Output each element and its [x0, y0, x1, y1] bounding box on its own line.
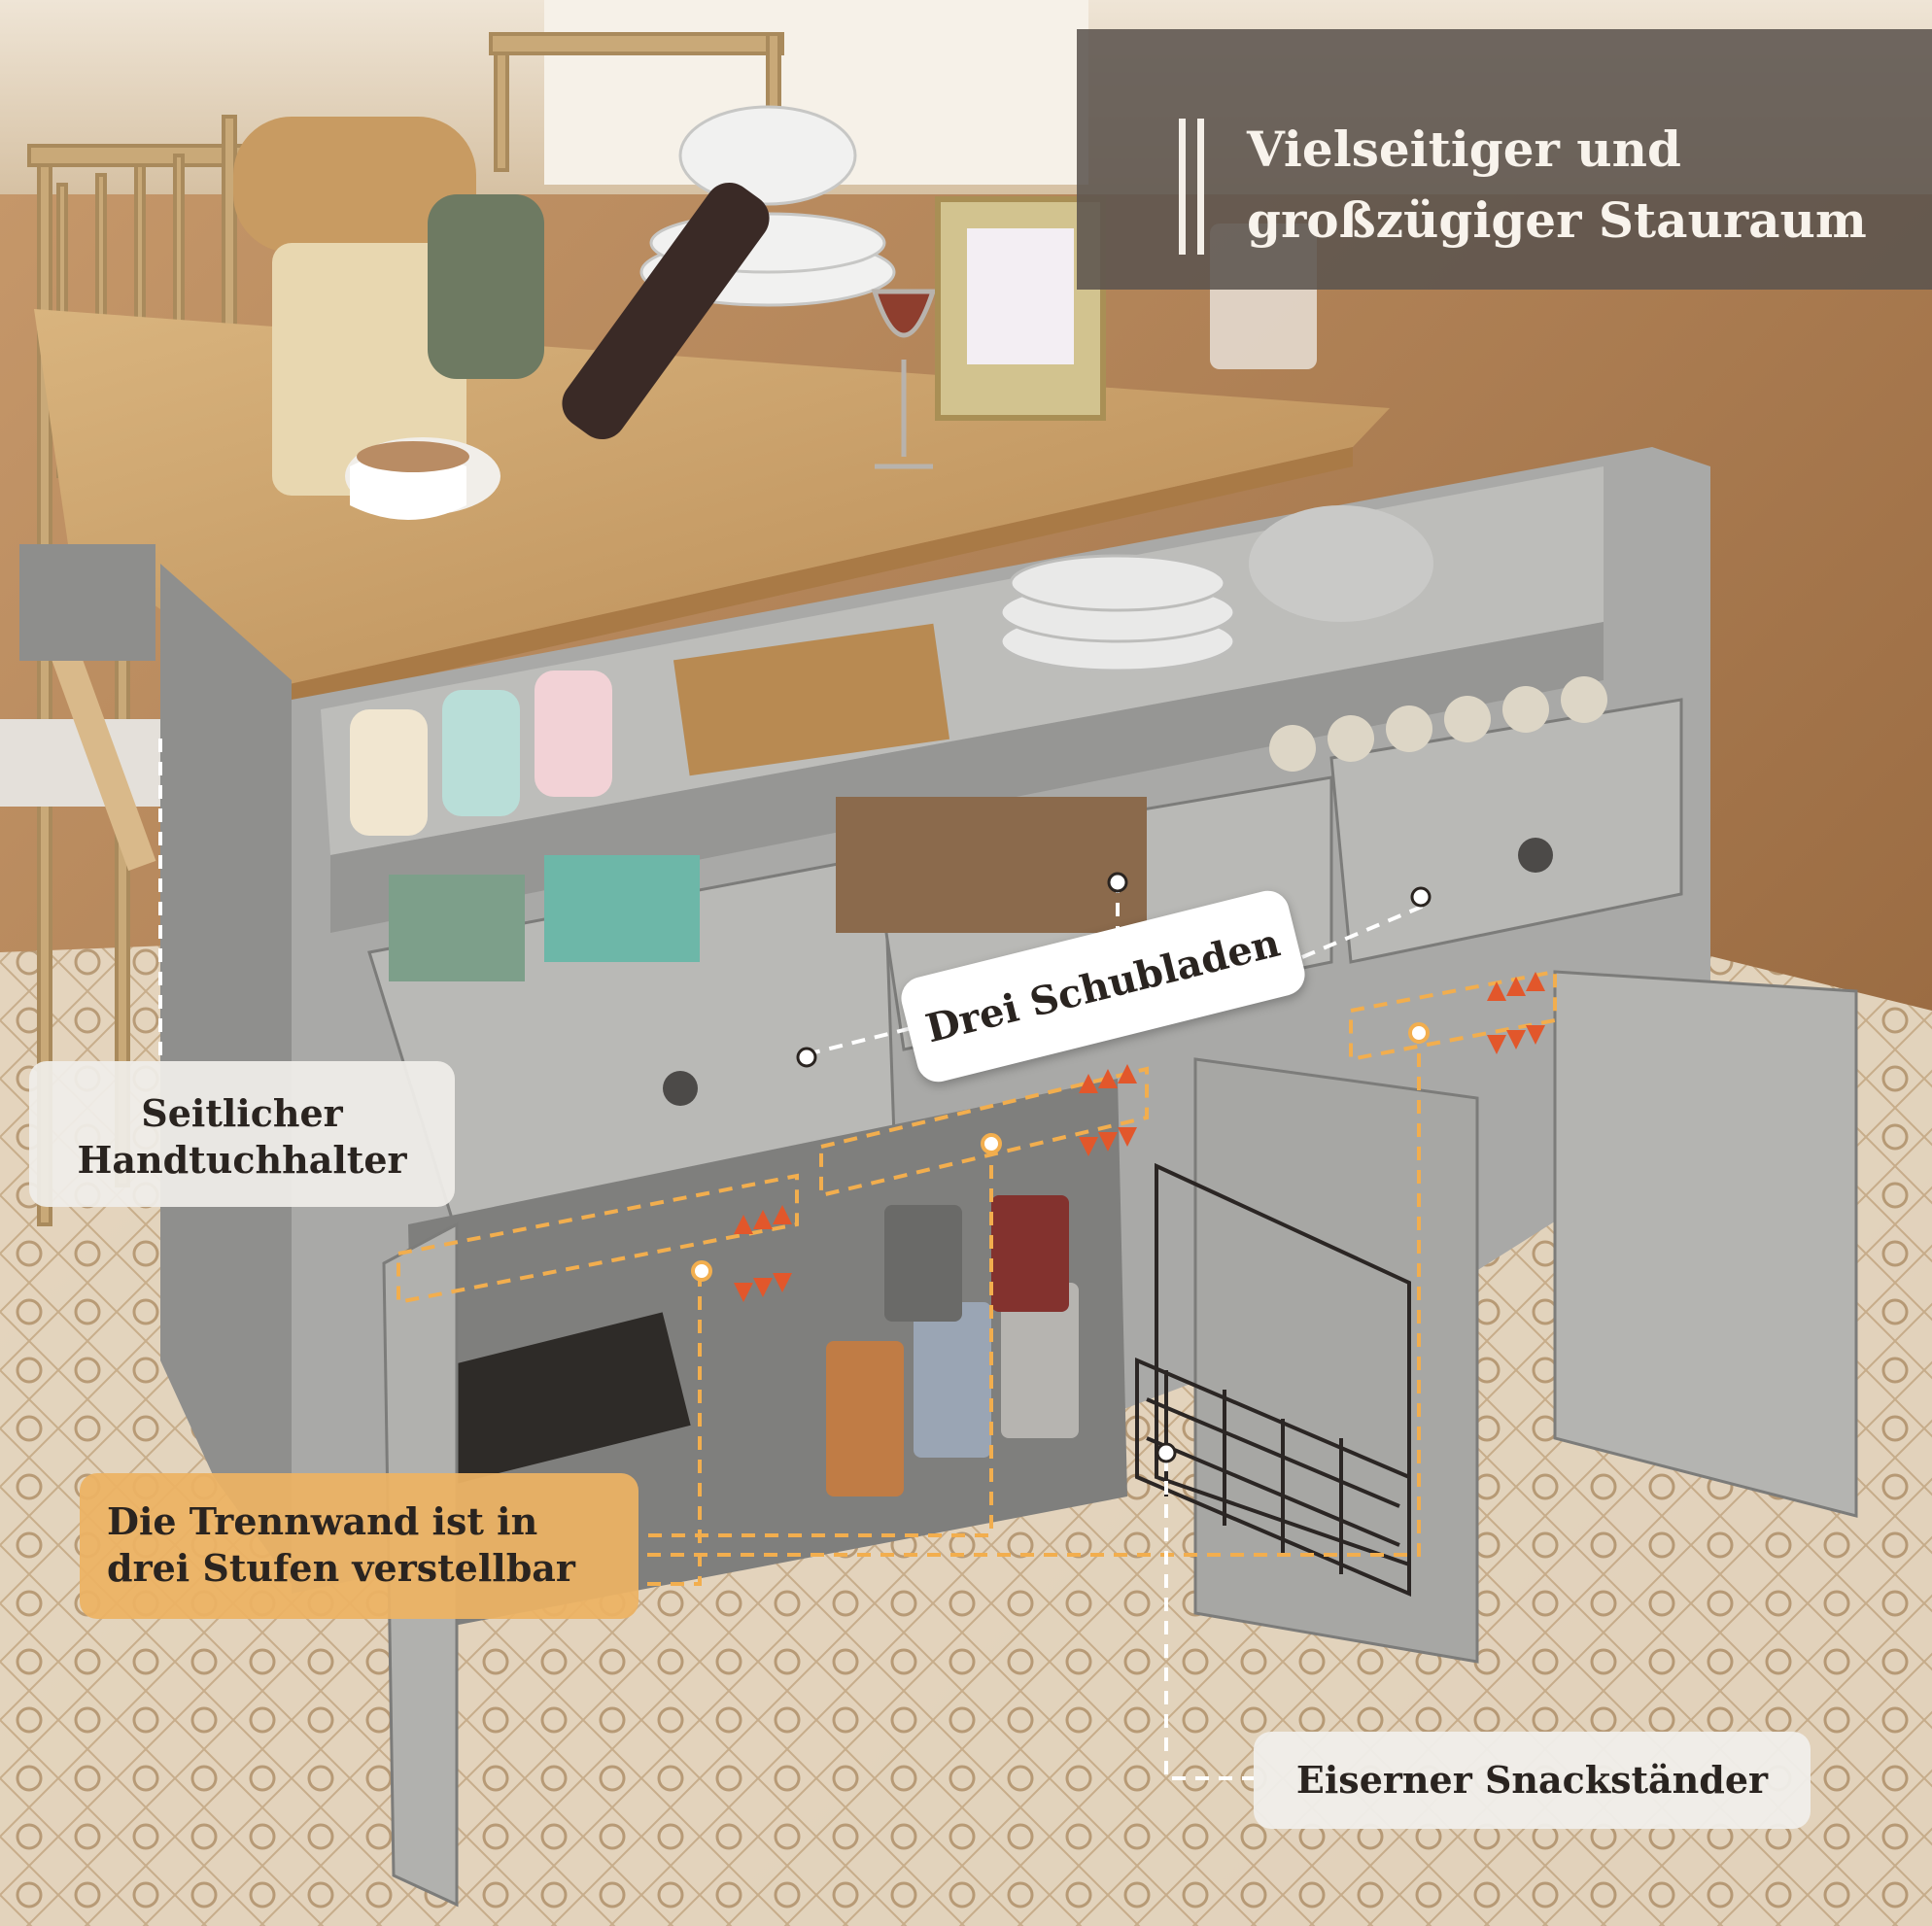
- cans: [826, 1195, 1079, 1496]
- dark-jar: [428, 194, 544, 379]
- bottle-basket: [673, 623, 950, 776]
- kettle: [1249, 505, 1433, 622]
- jars: [350, 671, 612, 836]
- wine-glass: [871, 289, 937, 469]
- headline: Vielseitiger und großzügiger Stauraum: [1247, 115, 1917, 256]
- guide-dots-accent: [691, 1022, 1430, 1282]
- divider-callout: Die Trennwand ist in drei Stufen verstel…: [80, 1473, 638, 1619]
- towel-holder-line-1: Seitlicher: [141, 1091, 343, 1135]
- headline-line-1: Vielseitiger und: [1247, 120, 1681, 178]
- divider-line-1: Die Trennwand ist in: [107, 1499, 538, 1543]
- snack-rack: [1135, 1162, 1411, 1598]
- guide-lines: [158, 739, 1557, 1780]
- headline-line-2: großzügiger Stauraum: [1247, 190, 1867, 249]
- worktop-edge: [272, 447, 1353, 709]
- shelf-box: [417, 1312, 691, 1487]
- center-door: [1193, 1057, 1479, 1664]
- wine-bottle: [562, 182, 770, 440]
- guide-dots: [796, 872, 1432, 1463]
- right-door: [1553, 970, 1858, 1518]
- towel-bracket: [19, 544, 155, 661]
- plates-stack: [999, 554, 1236, 672]
- divider-line-2: drei Stufen verstellbar: [107, 1545, 575, 1590]
- photo-frame: [935, 196, 1106, 421]
- coffee-machine: [233, 117, 500, 520]
- snack-rack-callout: Eiserner Snackständer: [1254, 1732, 1811, 1829]
- towel-holder-line-2: Handtuchhalter: [77, 1137, 407, 1182]
- headline-bar: [1197, 119, 1204, 255]
- headline-panel: Vielseitiger und großzügiger Stauraum: [1077, 29, 1932, 290]
- towel-holder-callout: Seitlicher Handtuchhalter: [29, 1061, 455, 1207]
- adjust-arrows: [734, 972, 1545, 1302]
- headline-bar: [1179, 119, 1186, 255]
